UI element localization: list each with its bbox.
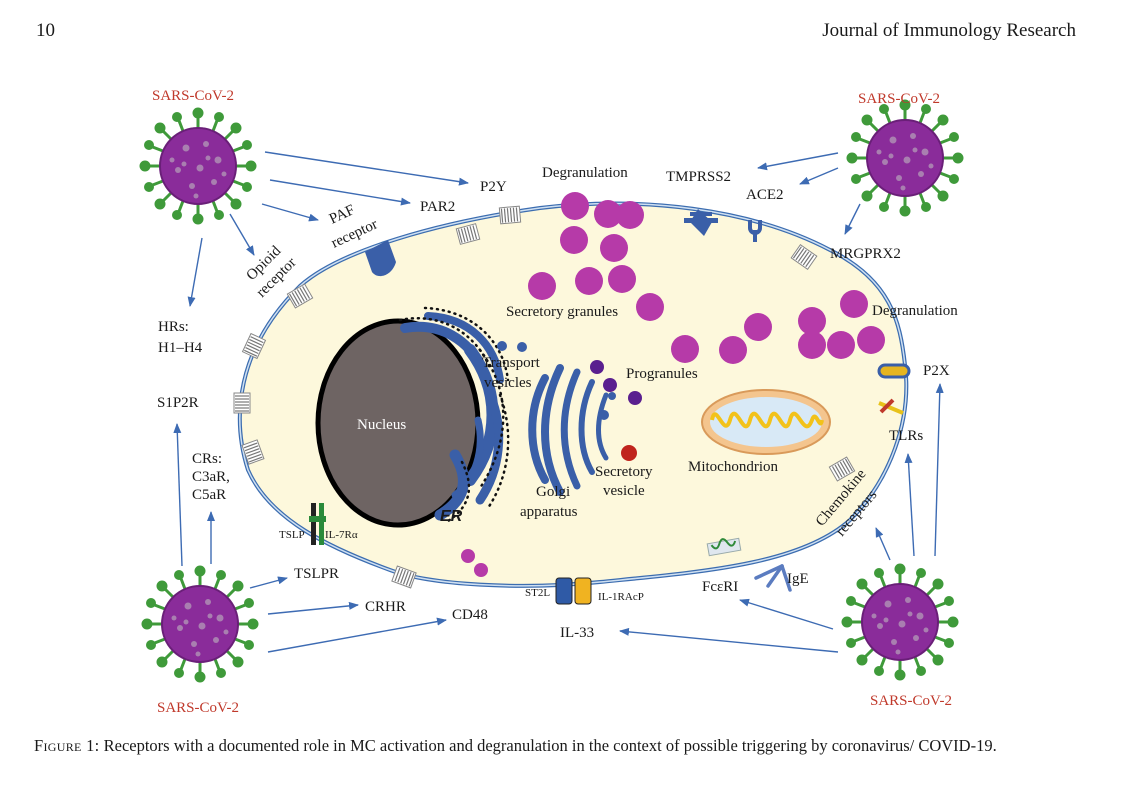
label-degranulation-top: Degranulation: [542, 165, 628, 181]
activation-arrows: [173, 151, 944, 653]
label-golgi: Golgi: [536, 484, 570, 500]
label-s1p2r: S1P2R: [157, 395, 199, 411]
caption-text: Receptors with a documented role in MC a…: [99, 736, 997, 755]
golgi-apparatus: [528, 364, 609, 496]
label-hrs: HRs:: [158, 319, 189, 335]
label-vesicle: vesicle: [603, 483, 645, 499]
caption-prefix: Figure 1:: [34, 736, 100, 755]
label-c3ar: C3aR,: [192, 469, 230, 485]
label-crhr: CRHR: [365, 599, 406, 615]
label-nucleus: Nucleus: [357, 417, 406, 433]
label-mrgprx2: MRGPRX2: [830, 246, 901, 262]
label-st2l: ST2L: [525, 587, 550, 599]
label-cd48: CD48: [452, 607, 488, 623]
label-il1racp: IL-1RAcP: [598, 591, 644, 603]
label-ige: IgE: [787, 571, 809, 587]
sars-cov-2-virus-bottom-right: [841, 563, 959, 681]
label-p2y: P2Y: [480, 179, 507, 195]
label-il33: IL-33: [560, 625, 594, 641]
label-secretory-granules: Secretory granules: [506, 304, 618, 320]
mitochondrion: [701, 389, 831, 455]
label-tlrs: TLRs: [889, 428, 923, 444]
progranules: [590, 360, 642, 405]
label-fceri: FcεRI: [702, 579, 738, 595]
virus-label: SARS-CoV-2: [152, 88, 234, 104]
label-crs: CRs:: [192, 451, 222, 467]
virus-label: SARS-CoV-2: [157, 700, 239, 716]
label-par2: PAR2: [420, 199, 455, 215]
label-tslpr: TSLPR: [294, 566, 339, 582]
endoplasmic-reticulum: [398, 306, 510, 525]
label-h1-h4: H1–H4: [158, 340, 203, 356]
label-transport: Transport: [482, 355, 541, 371]
label-paf: PAF: [327, 202, 357, 228]
label-c5ar: C5aR: [192, 487, 226, 503]
sars-cov-2-virus-top-right: [846, 99, 964, 217]
label-apparatus: apparatus: [520, 504, 578, 520]
label-il7ra: IL-7Rα: [325, 529, 358, 541]
transport-vesicles: [497, 341, 616, 420]
figure-caption: Figure 1: Receptors with a documented ro…: [34, 735, 1094, 757]
label-secretory: Secretory: [595, 464, 653, 480]
label-p2x: P2X: [923, 363, 950, 379]
label-degranulation-right: Degranulation: [872, 303, 958, 319]
secretory-vesicle: [621, 445, 637, 461]
label-mitochondrion: Mitochondrion: [688, 459, 778, 475]
virus-label: SARS-CoV-2: [858, 91, 940, 107]
label-tslp: TSLP: [279, 529, 305, 541]
membrane-receptors: [233, 205, 911, 605]
virus-label: SARS-CoV-2: [870, 693, 952, 709]
secretory-granules: [528, 192, 885, 364]
label-ace2: ACE2: [746, 187, 784, 203]
sars-cov-2-virus-bottom-left: [141, 565, 259, 683]
label-tmprss2: TMPRSS2: [666, 169, 731, 185]
page-number: 10: [36, 20, 55, 41]
sars-cov-2-virus-top-left: [139, 107, 257, 225]
label-er: ER: [440, 508, 463, 525]
label-vesicles: vesicles: [484, 375, 532, 391]
journal-title: Journal of Immunology Research: [822, 20, 1076, 41]
label-progranules: Progranules: [626, 366, 698, 382]
